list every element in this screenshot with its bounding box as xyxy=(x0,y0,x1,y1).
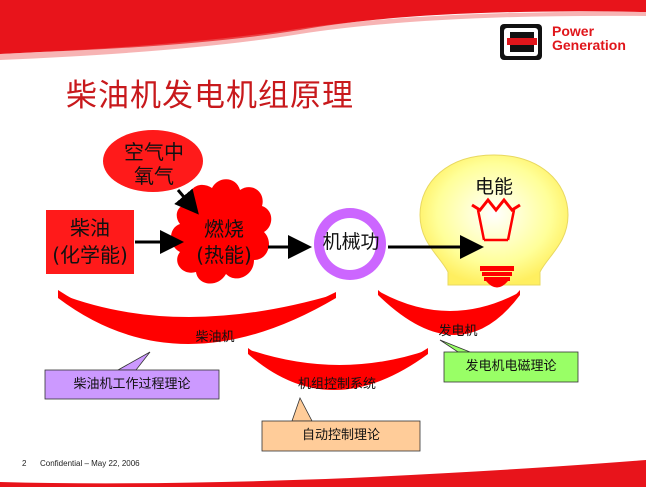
air-oxygen-bubble xyxy=(103,130,203,192)
arc-control-body xyxy=(250,350,428,383)
mechanical-label: 机械功 xyxy=(322,231,380,253)
diesel-box xyxy=(46,210,134,274)
diesel-line1: 柴油 xyxy=(70,216,110,240)
callout-generator-box xyxy=(443,351,579,383)
callout-control-pointer xyxy=(291,396,313,422)
air-oxygen-line2: 氧气 xyxy=(134,164,174,188)
brand-logo: Power Generation xyxy=(552,24,626,52)
page-number: 2 xyxy=(22,459,27,468)
air-oxygen-line1: 空气中 xyxy=(124,140,184,164)
callout-generator-pointer xyxy=(439,339,471,353)
callout-engine-box xyxy=(44,369,220,400)
combustion-line2: (热能) xyxy=(196,243,252,267)
light-bulb xyxy=(419,154,569,288)
theory-generator-label: 发电机电磁理论 xyxy=(465,359,557,374)
brand-line2: Generation xyxy=(552,37,626,53)
arc-generator-body xyxy=(380,292,520,329)
arc-engine xyxy=(58,290,336,344)
arc-engine-label: 柴油机 xyxy=(195,330,235,345)
combustion-line1: 燃烧 xyxy=(204,217,244,241)
diesel-line2: (化学能) xyxy=(52,243,128,267)
footer-confidential: Confidential – May 22, 2006 xyxy=(40,459,140,468)
cummins-badge xyxy=(500,24,542,60)
electric-label: 电能 xyxy=(474,176,513,198)
callout-control-box xyxy=(261,420,421,452)
arc-control-label: 机组控制系统 xyxy=(297,377,376,392)
arc-generator xyxy=(378,290,520,335)
diesel-label: 柴油 (化学能) xyxy=(46,215,134,269)
theory-control-label: 自动控制理论 xyxy=(301,428,380,443)
callout-engine-pointer xyxy=(116,351,151,371)
arc-engine-body xyxy=(60,294,336,336)
slide-title: 柴油机发电机组原理 xyxy=(66,78,354,114)
combustion-label: 燃烧 (热能) xyxy=(178,216,270,268)
air-oxygen-label: 空气中 氧气 xyxy=(116,140,192,188)
bottom-banner xyxy=(0,460,646,487)
arc-control xyxy=(248,348,428,390)
brand-line1: Power xyxy=(552,23,595,39)
top-banner-highlight xyxy=(0,11,646,60)
top-banner xyxy=(0,0,646,54)
arrow-air-to-combustion xyxy=(174,188,199,215)
arc-generator-label: 发电机 xyxy=(438,324,478,339)
theory-engine-label: 柴油机工作过程理论 xyxy=(73,377,191,392)
